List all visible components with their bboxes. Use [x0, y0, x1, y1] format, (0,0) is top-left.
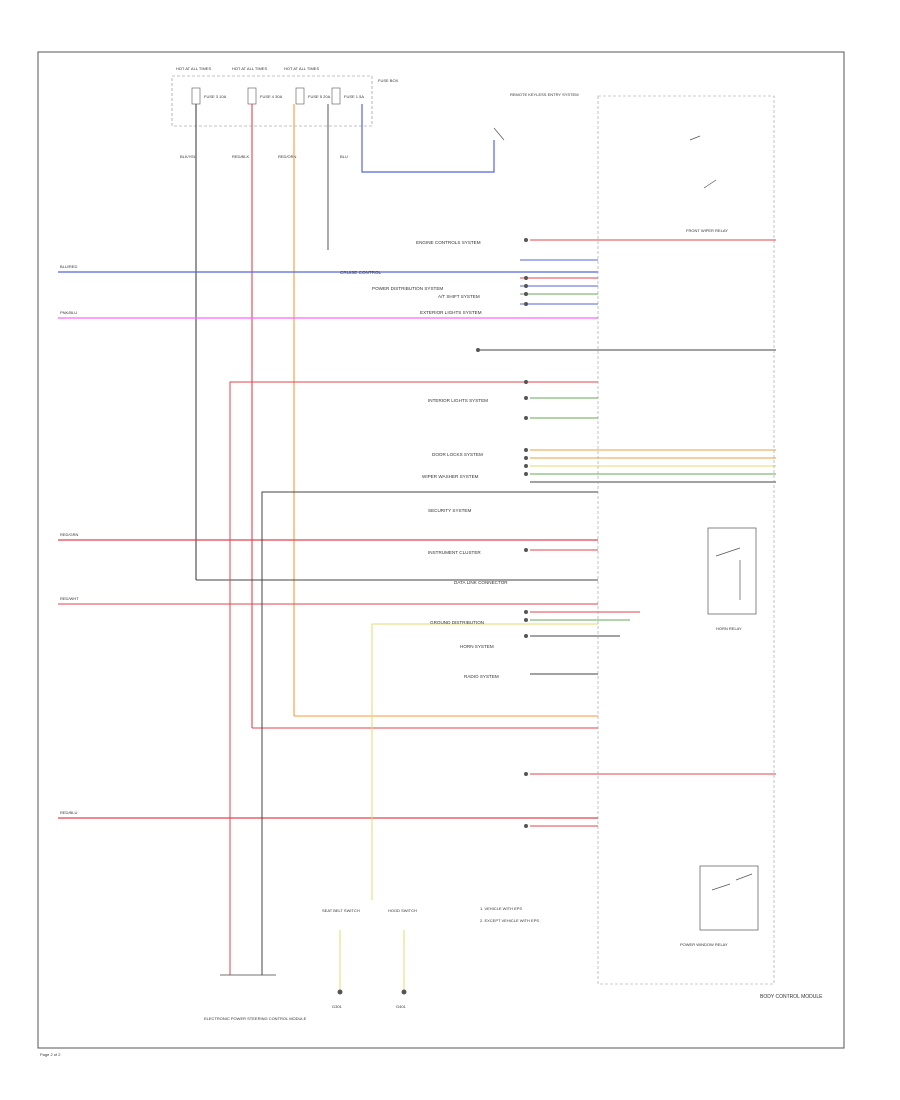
page-reference: Page 2 of 2	[40, 1052, 61, 1057]
fuse-group-1: HOT AT ALL TIMES FUSE 3 10A BLK/YEL	[176, 66, 227, 159]
fuse-wire-label: RED/BLK	[232, 154, 249, 159]
fuse-top-label: HOT AT ALL TIMES	[232, 66, 267, 71]
fuse-group-2: HOT AT ALL TIMES FUSE 4 30A RED/BLK	[232, 66, 283, 159]
left-connector-label: RED/BLU	[60, 810, 77, 815]
fuse-symbol	[191, 87, 201, 105]
fuse-top-label: HOT AT ALL TIMES	[284, 66, 319, 71]
wire-yellow-down	[371, 623, 598, 900]
row-label: CRUISE CONTROL	[340, 270, 382, 275]
ground-label: G401	[396, 1004, 407, 1009]
fuse-label: FUSE 4 30A	[260, 94, 283, 99]
left-connector-label: RED/GRN	[60, 532, 79, 537]
fuse-label: FUSE 3 10A	[204, 94, 227, 99]
row-label: ENGINE CONTROLS SYSTEM	[416, 240, 481, 245]
switch-seat-belt: SEAT BELT SWITCH G301	[322, 908, 360, 1009]
ground-label: G301	[332, 1004, 343, 1009]
switch-hood: HOOD SWITCH G401	[388, 908, 417, 1009]
relay-label: FRONT WIPER RELAY	[686, 228, 728, 233]
switch-symbol	[493, 127, 505, 141]
bottom-left-module: ELECTRONIC POWER STEERING CONTROL MODULE	[204, 974, 307, 1021]
fuse-wire-label: BLU	[340, 154, 348, 159]
fuse-group-3: HOT AT ALL TIMES FUSE 5 20A RED/ORN	[278, 66, 331, 159]
relay-label: HORN RELAY	[716, 626, 742, 631]
switch-label: HOOD SWITCH	[388, 908, 417, 913]
diagram-frame	[37, 51, 845, 1049]
row-label: DATA LINK CONNECTOR	[454, 580, 508, 585]
row-label: RADIO SYSTEM	[464, 674, 499, 679]
module-label: BODY CONTROL MODULE	[760, 994, 823, 1000]
left-connector-label: BLU/RED	[60, 264, 77, 269]
fuse-wire-label: BLK/YEL	[180, 154, 197, 159]
wire-pink-down	[229, 381, 598, 975]
legend-item: 1. VEHICLE WITH EPS	[480, 906, 522, 911]
row-label: WIPER WASHER SYSTEM	[422, 474, 479, 479]
row-label: POWER DISTRIBUTION SYSTEM	[372, 286, 443, 291]
wire-blue-switch	[361, 104, 495, 173]
row-labels: ENGINE CONTROLS SYSTEM CRUISE CONTROL PO…	[340, 240, 508, 679]
module-label: ELECTRONIC POWER STEERING CONTROL MODULE	[204, 1016, 307, 1021]
row-label: INSTRUMENT CLUSTER	[428, 550, 481, 555]
row-label: HORN SYSTEM	[460, 644, 494, 649]
left-connectors: BLU/RED PNK/BLU RED/GRN RED/WHT RED/BLU	[60, 264, 79, 815]
relay-front-wiper: FRONT WIPER RELAY	[686, 135, 728, 233]
relay-horn: HORN RELAY	[707, 527, 757, 631]
wire-black-down	[261, 491, 598, 975]
row-wires	[480, 239, 776, 827]
fuse-symbol	[331, 87, 341, 105]
relay-power-window: POWER WINDOW RELAY	[680, 865, 759, 947]
fuse-wire-label: RED/ORN	[278, 154, 297, 159]
row-label: SECURITY SYSTEM	[428, 508, 471, 513]
fuse-symbol	[295, 87, 305, 105]
left-connector-label: PNK/BLU	[60, 310, 77, 315]
relay-label: POWER WINDOW RELAY	[680, 942, 728, 947]
row-label: EXTERIOR LIGHTS SYSTEM	[420, 310, 482, 315]
switch-label: REMOTE KEYLESS ENTRY SYSTEM	[510, 92, 579, 97]
body-control-module-outline	[597, 95, 775, 985]
fuse-top-label: HOT AT ALL TIMES	[176, 66, 211, 71]
connector-dots	[476, 238, 528, 828]
fuse-box-outline	[171, 75, 373, 127]
fuse-label: FUSE 1 5A	[344, 94, 364, 99]
fuse-group-4: FUSE 1 5A BLU	[331, 87, 364, 159]
left-connector-label: RED/WHT	[60, 596, 79, 601]
row-label: DOOR LOCKS SYSTEM	[432, 452, 483, 457]
switch-label: SEAT BELT SWITCH	[322, 908, 360, 913]
fuse-symbol	[247, 87, 257, 105]
row-label: GROUND DISTRIBUTION	[430, 620, 484, 625]
legend-item: 2. EXCEPT VEHICLE WITH EPS	[480, 918, 539, 923]
fuse-box-label: FUSE BOX	[378, 78, 399, 83]
fuse-label: FUSE 5 20A	[308, 94, 331, 99]
row-label: INTERIOR LIGHTS SYSTEM	[428, 398, 488, 403]
row-label: A/T SHIFT SYSTEM	[438, 294, 480, 299]
